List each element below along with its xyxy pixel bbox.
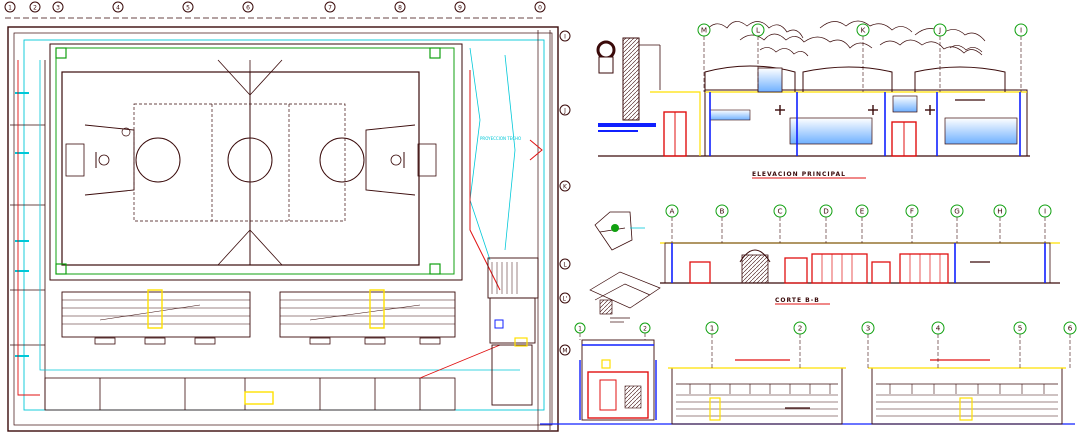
plan-top-axis: 1 2 3 4 5 6 7 8 9 0: [4, 1, 546, 13]
section-bb-title: CORTE B-B: [775, 297, 820, 304]
axis-label: M: [701, 26, 707, 35]
main-elevation: M L K J I ELEVACION PRINCIPAL: [596, 20, 1030, 179]
axis-label: 6: [1068, 324, 1073, 333]
axis-label: C: [777, 207, 782, 216]
axis-bubble: [559, 30, 571, 42]
axis-label: I: [1044, 207, 1046, 216]
axis-label: I: [564, 33, 566, 40]
axis-label: 3: [866, 324, 871, 333]
axis-label: 2: [33, 4, 37, 11]
axis-bubble: [705, 321, 719, 335]
axis-label: H: [997, 207, 1002, 216]
axis-label: 2: [798, 324, 803, 333]
axis-label: K: [861, 26, 866, 35]
axis-bubble: [861, 321, 875, 335]
axis-label: 2: [643, 325, 647, 332]
axis-label: 0: [538, 4, 542, 11]
axis-label: 9: [458, 4, 462, 11]
axis-bubble: [751, 23, 765, 37]
axis-bubble: [1013, 321, 1027, 335]
floor-plan: PROYECCION TECHO 1 2 3 4 5 6 7 8 9 0 I J K L L' M: [4, 1, 571, 432]
axis-label: 4: [116, 4, 120, 11]
axis-bubble: [715, 204, 729, 218]
court-note: PROYECCION TECHO: [480, 136, 521, 141]
axis-label: 8: [398, 4, 402, 11]
axis-bubble: [1014, 23, 1028, 37]
axis-label: D: [823, 207, 829, 216]
axis-label: J: [938, 26, 941, 35]
section-cc-axis-right: 1 2 3 4 5 6: [705, 321, 1077, 368]
axis-bubble: [855, 204, 869, 218]
axis-label: 7: [328, 4, 332, 11]
axis-bubble: [793, 321, 807, 335]
axis-label: I: [1020, 26, 1022, 35]
axis-bubble: [993, 204, 1007, 218]
axis-bubble: [4, 1, 16, 13]
axis-bubble: [665, 204, 679, 218]
tree-canopy: [704, 20, 986, 57]
axis-bubble: [534, 1, 546, 13]
axis-label: 1: [8, 4, 12, 11]
axis-bubble: [394, 1, 406, 13]
axis-bubble: [454, 1, 466, 13]
bleachers-left: [61, 289, 251, 345]
axis-label: 1: [578, 325, 582, 332]
section-b-b: A B C D E F G H I CORTE B-B: [594, 204, 1060, 305]
logo-icon: [596, 40, 616, 74]
axis-bubble: [1063, 321, 1077, 335]
axis-label: 5: [186, 4, 190, 11]
axis-bubble: [559, 292, 571, 304]
axis-bubble: [182, 1, 194, 13]
axis-label: L: [756, 26, 760, 35]
axis-label: G: [954, 207, 960, 216]
axis-label: M: [562, 347, 567, 354]
axis-label: F: [910, 207, 914, 216]
axis-bubble: [856, 23, 870, 37]
axis-label: 1: [710, 324, 715, 333]
axis-bubble: [324, 1, 336, 13]
axis-bubble: [697, 23, 711, 37]
axis-label: 4: [936, 324, 941, 333]
isometric-detail: [589, 271, 661, 323]
axis-bubble: [559, 180, 571, 192]
axis-bubble: [574, 322, 586, 334]
axis-bubble: [773, 204, 787, 218]
axis-label: K: [563, 183, 568, 190]
axis-bubble: [52, 1, 64, 13]
axis-bubble: [819, 204, 833, 218]
axis-label: B: [720, 207, 725, 216]
section-bb-axis: A B C D E F G H I: [665, 204, 1052, 243]
axis-bubble: [559, 104, 571, 116]
axis-bubble: [931, 321, 945, 335]
axis-label: 3: [56, 4, 60, 11]
plan-right-axis: I J K L L' M: [559, 30, 571, 356]
axis-label: L: [563, 261, 567, 268]
axis-bubble: [112, 1, 124, 13]
axis-label: L': [563, 295, 568, 302]
axis-bubble: [905, 204, 919, 218]
axis-bubble: [639, 322, 651, 334]
axis-bubble: [242, 1, 254, 13]
axis-bubble: [950, 204, 964, 218]
axis-bubble: [29, 1, 41, 13]
bleachers-right: [279, 289, 456, 345]
axis-label: A: [670, 207, 675, 216]
axis-label: J: [563, 107, 566, 114]
axis-label: 5: [1018, 324, 1023, 333]
axis-label: E: [860, 207, 865, 216]
axis-bubble: [559, 344, 571, 356]
axis-bubble: [559, 258, 571, 270]
elevation-title: ELEVACION PRINCIPAL: [752, 171, 846, 178]
axis-bubble: [1038, 204, 1052, 218]
axis-bubble: [933, 23, 947, 37]
axis-label: 6: [246, 4, 250, 11]
detail-sketch: [594, 211, 645, 251]
